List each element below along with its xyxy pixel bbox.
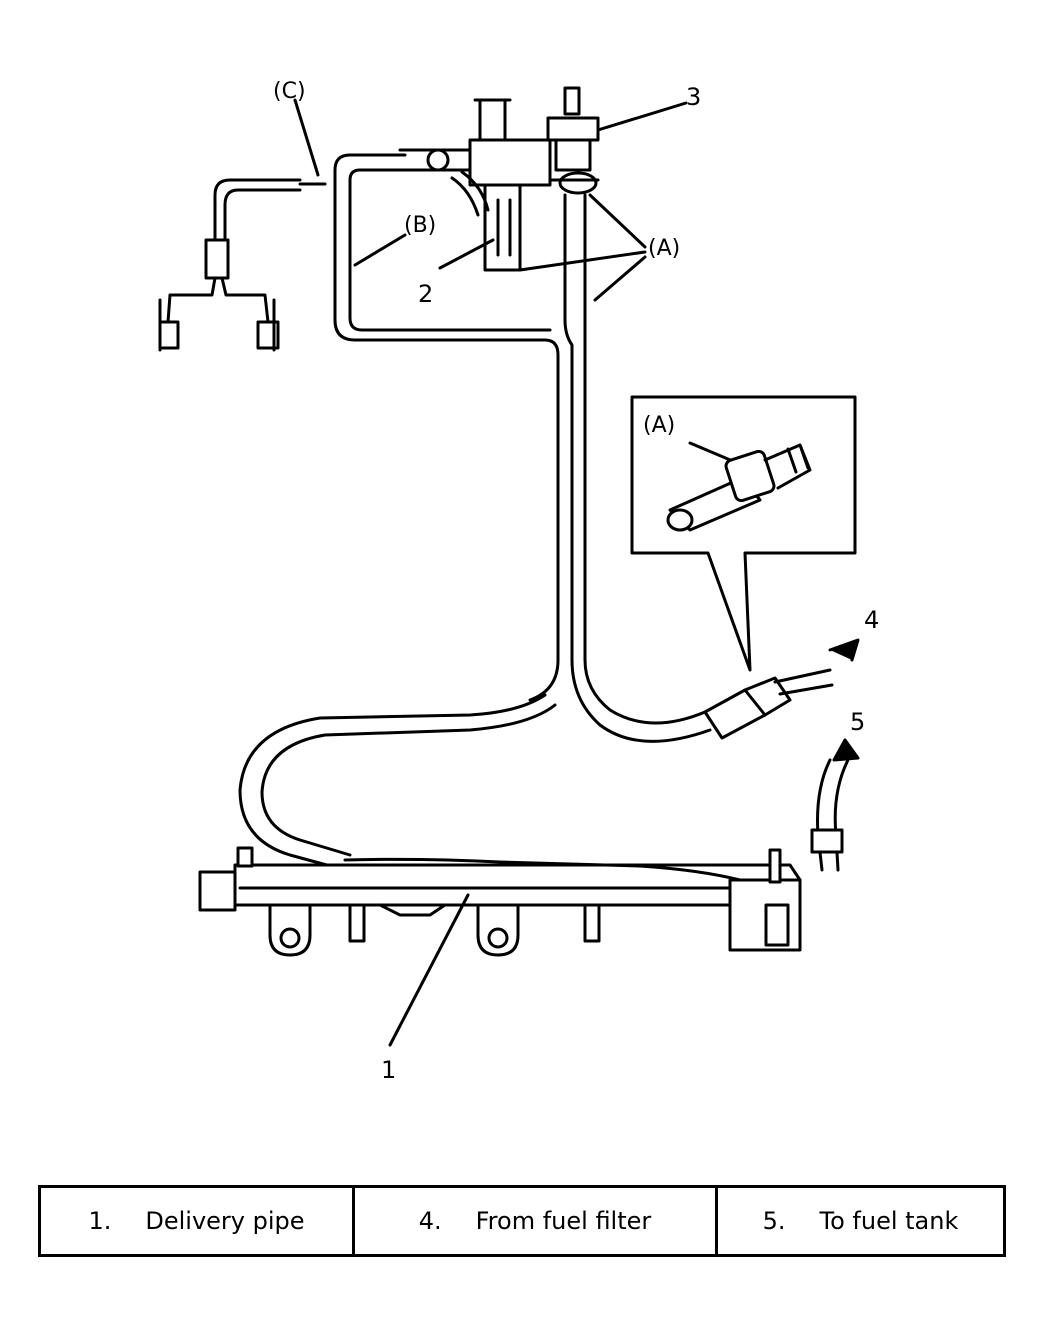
legend-number: 4. xyxy=(418,1207,442,1235)
legend-cell-to-fuel-tank: 5. To fuel tank xyxy=(715,1188,1003,1254)
legend-cell-from-fuel-filter: 4. From fuel filter xyxy=(352,1188,715,1254)
callout-2: 2 xyxy=(418,280,433,308)
callout-b: (B) xyxy=(404,213,436,238)
solenoid-valve-block xyxy=(398,98,552,272)
legend-number: 1. xyxy=(88,1207,112,1235)
leader-a2 xyxy=(518,250,647,272)
legend-number: 5. xyxy=(762,1207,786,1235)
wiring-harness xyxy=(158,178,302,352)
leader-a1 xyxy=(588,193,647,249)
callout-5: 5 xyxy=(850,708,865,736)
callout-3: 3 xyxy=(686,83,701,111)
legend-text: From fuel filter xyxy=(475,1207,652,1235)
arrow-5-icon xyxy=(832,738,860,762)
fitting-detail-inset xyxy=(630,395,857,672)
leader-2 xyxy=(438,238,495,270)
feed-hose xyxy=(563,193,712,743)
leader-c xyxy=(293,98,320,177)
legend-table: 1. Delivery pipe 4. From fuel filter 5. … xyxy=(38,1185,1006,1257)
arrow-4-icon xyxy=(828,638,860,662)
leader-1 xyxy=(388,893,470,1047)
delivery-pipe xyxy=(198,846,802,957)
leader-3 xyxy=(596,101,688,132)
hose-b xyxy=(333,153,560,702)
callout-a: (A) xyxy=(648,236,680,261)
fuel-system-diagram: (C) (B) (A) (A) 1 2 3 4 5 xyxy=(158,79,879,1084)
legend-cell-delivery-pipe: 1. Delivery pipe xyxy=(41,1188,352,1254)
fuel-inlet-connector xyxy=(703,668,834,740)
leader-a3 xyxy=(593,255,647,302)
inset-callout-a: (A) xyxy=(643,413,675,438)
callout-4: 4 xyxy=(864,606,879,634)
callout-1: 1 xyxy=(381,1056,396,1084)
tank-return-hose xyxy=(810,758,850,872)
callout-c: (C) xyxy=(273,79,306,104)
return-hose xyxy=(238,693,557,872)
legend-text: To fuel tank xyxy=(819,1207,959,1235)
leader-b xyxy=(353,233,407,267)
legend-text: Delivery pipe xyxy=(145,1207,305,1235)
part-3-valve xyxy=(546,86,600,195)
